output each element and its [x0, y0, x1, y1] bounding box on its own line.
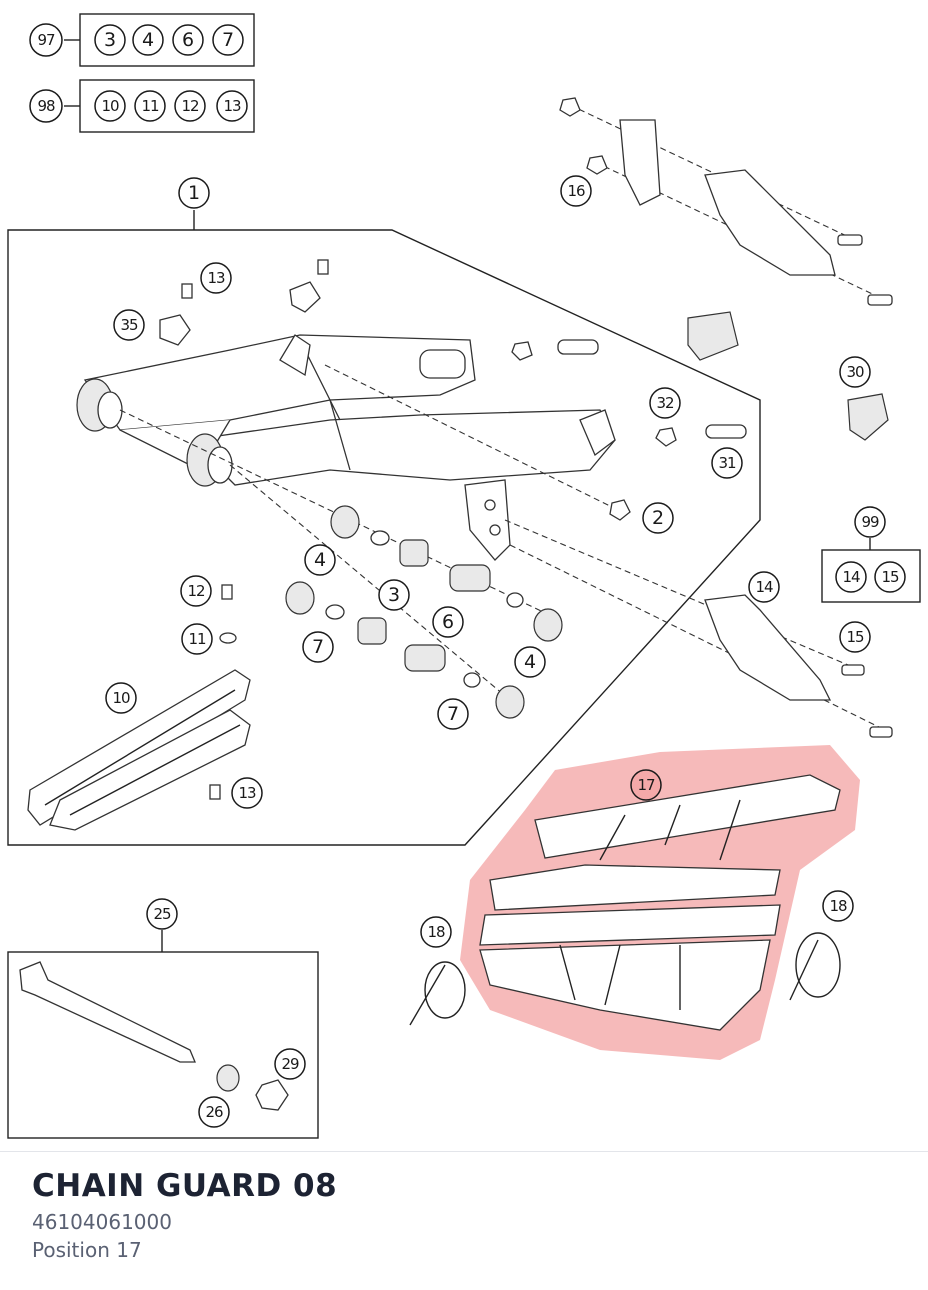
svg-text:14: 14	[755, 578, 773, 596]
kit-98-item: 13	[223, 97, 241, 115]
callout-14[interactable]: 14	[748, 571, 780, 603]
svg-text:16: 16	[567, 182, 585, 200]
callout-7[interactable]: 7	[302, 631, 334, 663]
kit-99-item: 14	[842, 568, 860, 586]
svg-text:17: 17	[637, 776, 655, 794]
svg-text:4: 4	[524, 651, 536, 673]
callout-2[interactable]: 2	[642, 502, 674, 534]
svg-text:18: 18	[427, 923, 445, 941]
svg-text:10: 10	[112, 689, 130, 707]
callout-35[interactable]: 35	[113, 309, 145, 341]
callout-30[interactable]: 30	[839, 356, 871, 388]
kit-98-item: 11	[141, 97, 159, 115]
kit-97-item: 4	[142, 29, 154, 51]
callout-10[interactable]: 10	[105, 682, 137, 714]
exploded-parts-diagram: 97 3 4 6 7 98 10 11 12 13	[7, 13, 921, 1139]
svg-text:32: 32	[656, 394, 674, 412]
svg-text:6: 6	[442, 611, 454, 633]
svg-text:1: 1	[188, 182, 200, 204]
bracket-part[interactable]	[159, 259, 329, 346]
callout-98[interactable]: 98	[29, 89, 63, 123]
callout-4[interactable]: 4	[514, 646, 546, 678]
footer-divider	[0, 1151, 928, 1152]
svg-text:29: 29	[281, 1055, 299, 1073]
part-number: 46104061000	[32, 1210, 172, 1234]
svg-text:97: 97	[37, 31, 55, 49]
callout-12[interactable]: 12	[180, 575, 212, 607]
callout-97[interactable]: 97	[29, 23, 63, 57]
callout-25[interactable]: 25	[146, 898, 178, 930]
kit-98[interactable]: 98 10 11 12 13	[29, 79, 255, 133]
kit-99-item: 15	[881, 568, 899, 586]
part-position: Position 17	[32, 1238, 142, 1262]
svg-text:13: 13	[207, 269, 225, 287]
swingarm-frame	[7, 210, 761, 846]
kit-98-item: 12	[181, 97, 199, 115]
kit-97-item: 7	[222, 29, 234, 51]
chain-guard-part-17[interactable]	[460, 745, 860, 1060]
svg-text:15: 15	[846, 628, 864, 646]
cable-tie-right[interactable]	[789, 932, 841, 1001]
svg-text:30: 30	[846, 363, 864, 381]
callout-16[interactable]: 16	[560, 175, 592, 207]
callout-99[interactable]: 99	[854, 506, 886, 538]
svg-text:12: 12	[187, 582, 205, 600]
chain-guide-lower[interactable]	[504, 519, 893, 738]
kit-97[interactable]: 97 3 4 6 7	[29, 13, 255, 67]
svg-text:31: 31	[718, 454, 736, 472]
callout-18[interactable]: 18	[822, 890, 854, 922]
callout-18[interactable]: 18	[420, 916, 452, 948]
callout-4[interactable]: 4	[304, 544, 336, 576]
svg-text:35: 35	[120, 316, 138, 334]
callout-26[interactable]: 26	[198, 1096, 230, 1128]
callout-13[interactable]: 13	[200, 262, 232, 294]
svg-text:98: 98	[37, 97, 55, 115]
kit-97-item: 3	[104, 29, 116, 51]
svg-text:18: 18	[829, 897, 847, 915]
svg-text:25: 25	[153, 905, 171, 923]
svg-text:99: 99	[861, 513, 879, 531]
callout-29[interactable]: 29	[274, 1048, 306, 1080]
kit-97-item: 6	[182, 29, 194, 51]
callout-11[interactable]: 11	[181, 623, 213, 655]
pad-part-30[interactable]	[847, 393, 889, 441]
svg-text:4: 4	[314, 549, 326, 571]
svg-text:11: 11	[188, 630, 206, 648]
svg-text:2: 2	[652, 507, 664, 529]
callout-13[interactable]: 13	[231, 777, 263, 809]
chain-slider-part[interactable]	[27, 669, 251, 831]
cable-tie-left[interactable]	[409, 961, 466, 1026]
callout-7[interactable]: 7	[437, 698, 469, 730]
chain-guide-upper[interactable]	[559, 97, 893, 306]
svg-text:7: 7	[447, 703, 459, 725]
kit-98-item: 10	[101, 97, 119, 115]
svg-text:7: 7	[312, 636, 324, 658]
callout-6[interactable]: 6	[432, 606, 464, 638]
axle-part[interactable]	[19, 961, 289, 1111]
kit-99[interactable]: 14 15	[821, 538, 921, 603]
callout-1[interactable]: 1	[178, 177, 210, 209]
callout-3[interactable]: 3	[378, 579, 410, 611]
block-part[interactable]	[687, 311, 739, 361]
callout-31[interactable]: 31	[711, 447, 743, 479]
callout-32[interactable]: 32	[649, 387, 681, 419]
part-title: CHAIN GUARD 08	[32, 1168, 338, 1204]
callout-17[interactable]: 17	[630, 769, 662, 801]
callout-15[interactable]: 15	[839, 621, 871, 653]
bearing-set[interactable]	[119, 409, 563, 719]
svg-text:13: 13	[238, 784, 256, 802]
swingarm-part[interactable]	[76, 334, 616, 561]
svg-text:3: 3	[388, 584, 400, 606]
svg-text:26: 26	[205, 1103, 223, 1121]
